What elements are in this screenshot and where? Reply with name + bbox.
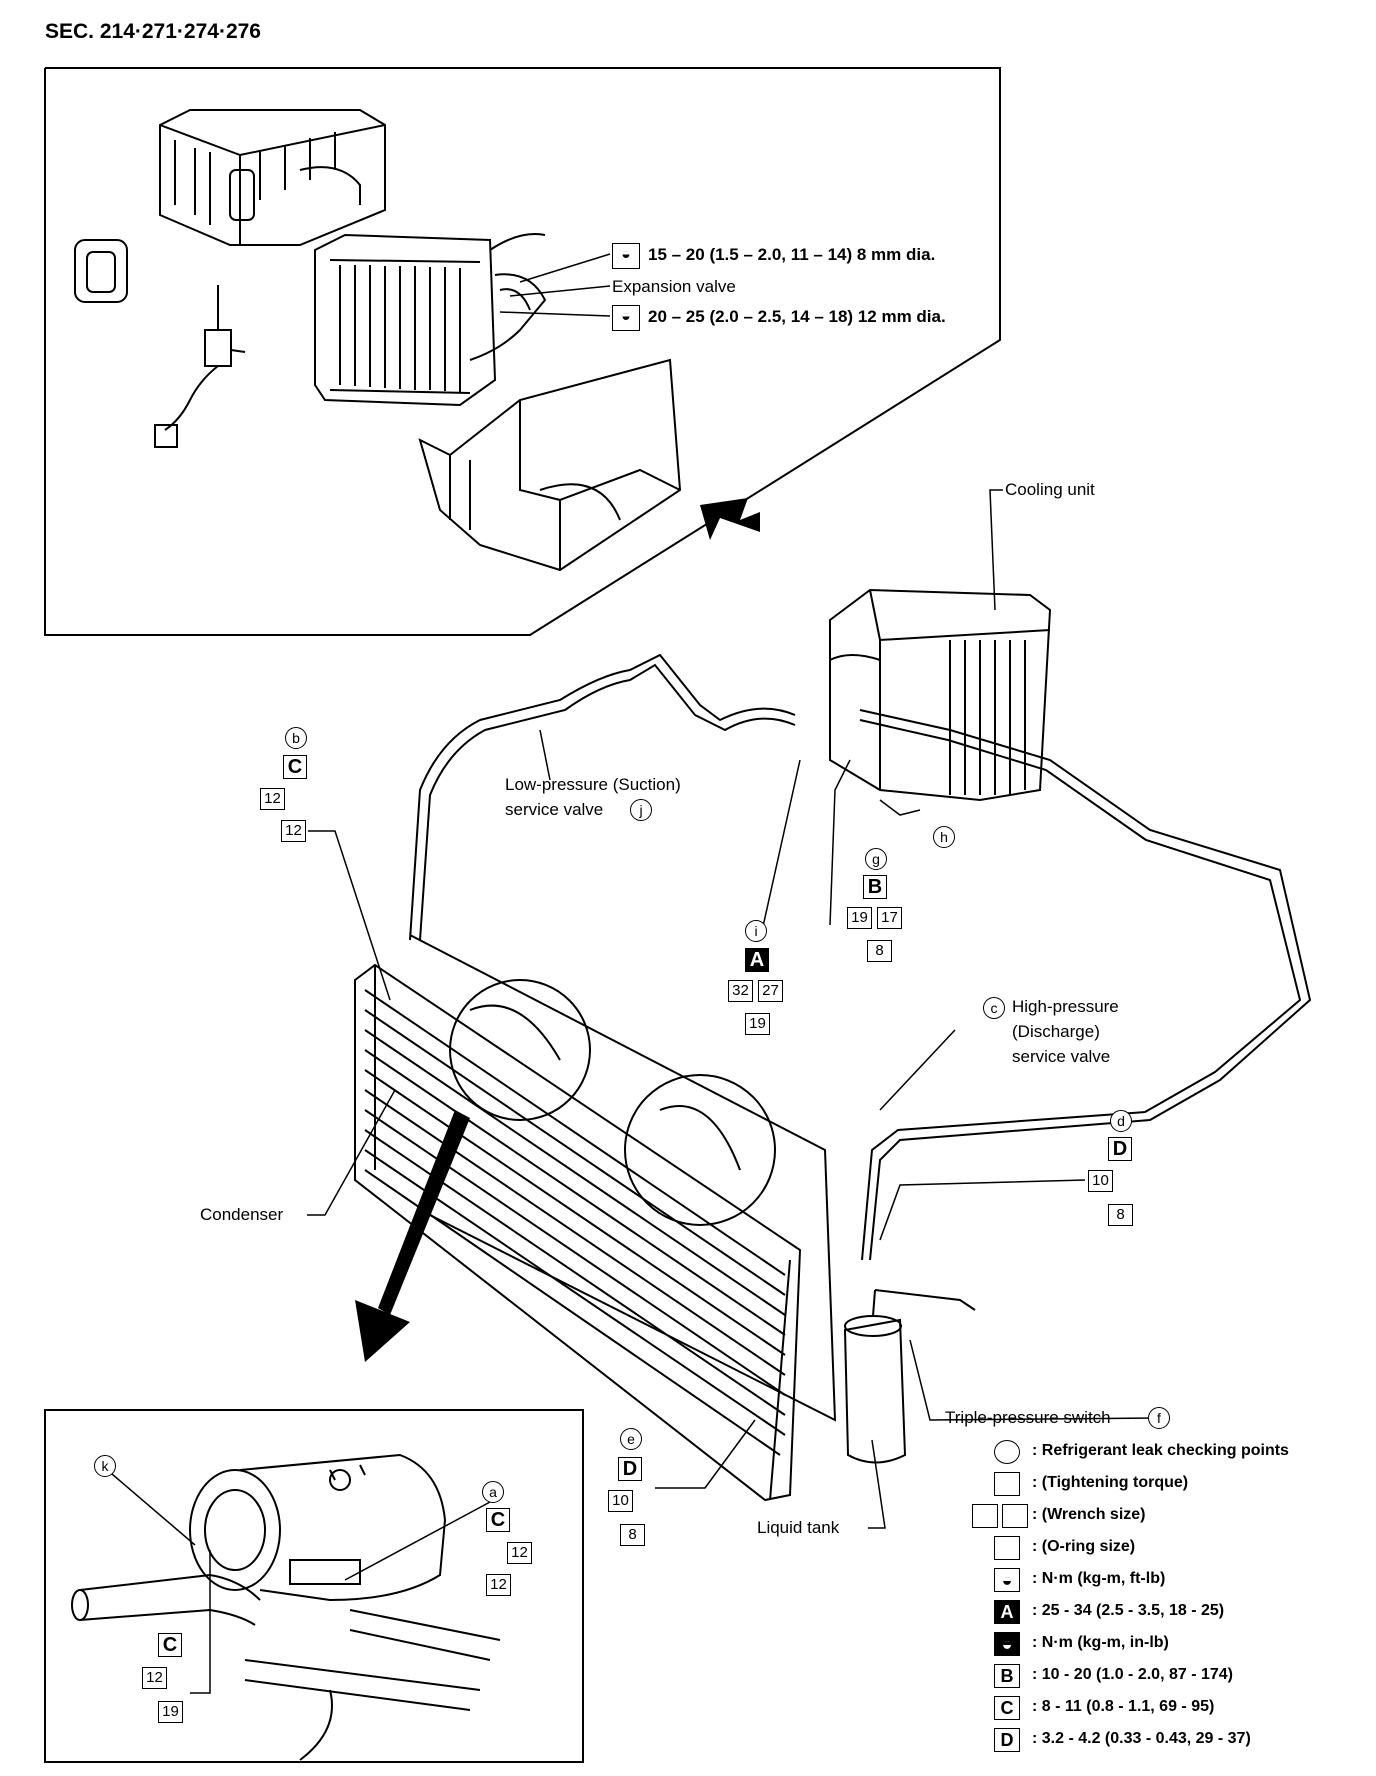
condenser-leaders bbox=[307, 830, 756, 1489]
callout-i: i bbox=[745, 920, 767, 942]
high-pressure-label-line2: (Discharge) bbox=[1012, 1022, 1100, 1041]
torque-box-icon bbox=[994, 1472, 1020, 1496]
tank-leaders bbox=[868, 1339, 1157, 1529]
torque-leaders bbox=[499, 253, 611, 317]
high-pressure-label-line1: High-pressure bbox=[1012, 997, 1119, 1016]
callout-a: a bbox=[482, 1481, 504, 1503]
callout-f: f bbox=[1148, 1407, 1170, 1429]
low-pressure-label-line2: service valve bbox=[505, 800, 604, 819]
oring-box-icon bbox=[994, 1536, 1020, 1560]
cooling-unit-label: Cooling unit bbox=[1005, 480, 1095, 499]
low-pressure-label-line1: Low-pressure (Suction) bbox=[505, 775, 681, 794]
spec-i-wrench2: 27 bbox=[758, 980, 783, 1002]
spec-a-oring: 12 bbox=[486, 1574, 511, 1596]
spec-i-wrench1: 32 bbox=[728, 980, 753, 1002]
spec-e-torque: D bbox=[618, 1457, 642, 1481]
callout-h: h bbox=[933, 826, 955, 848]
legend-text: : 25 - 34 (2.5 - 3.5, 18 - 25) bbox=[1032, 1602, 1225, 1619]
lower-case-drawing bbox=[418, 358, 682, 572]
spec-d-wrench: 10 bbox=[1088, 1170, 1113, 1192]
section-title: SEC. 214·271·274·276 bbox=[45, 20, 261, 43]
blower-motor-drawing bbox=[74, 239, 128, 303]
spec-e-oring: 8 bbox=[620, 1524, 645, 1546]
compressor-drawing bbox=[71, 1453, 501, 1761]
callout-g: g bbox=[865, 848, 887, 870]
evaporator-drawing bbox=[314, 233, 547, 407]
spec-i-oring: 19 bbox=[745, 1013, 770, 1035]
arrow-to-top-inset bbox=[700, 498, 760, 540]
spec-k-oring: 19 bbox=[158, 1701, 183, 1723]
expansion-valve-label: Expansion valve bbox=[612, 277, 736, 296]
compressor-leaders bbox=[111, 1473, 491, 1694]
legend-text: : 3.2 - 4.2 (0.33 - 0.43, 29 - 37) bbox=[1032, 1730, 1251, 1747]
callout-b: b bbox=[285, 727, 307, 749]
cooling-unit-drawing bbox=[829, 588, 1052, 802]
heater-case-drawing bbox=[159, 109, 386, 246]
wrench-box-icon bbox=[1002, 1504, 1028, 1528]
callout-e: e bbox=[620, 1428, 642, 1450]
torque-wrench-filled-icon: ◒ bbox=[994, 1632, 1020, 1656]
torque-upper-text: 15 – 20 (1.5 – 2.0, 11 – 14) 8 mm dia. bbox=[648, 245, 936, 264]
legend-text: : N·m (kg-m, in-lb) bbox=[1032, 1634, 1169, 1651]
spec-e-wrench: 10 bbox=[608, 1490, 633, 1512]
legend-symbol: B bbox=[994, 1664, 1020, 1688]
spec-k-wrench: 12 bbox=[142, 1667, 167, 1689]
valve-leaders bbox=[539, 729, 1086, 1241]
cooling-unit-leaders bbox=[989, 489, 1003, 611]
legend-text: : 8 - 11 (0.8 - 1.1, 69 - 95) bbox=[1032, 1698, 1215, 1715]
spec-a-torque: C bbox=[486, 1508, 510, 1532]
legend-text: : (Wrench size) bbox=[1032, 1506, 1146, 1523]
spec-i-torque: A bbox=[745, 948, 769, 972]
legend-text: : 10 - 20 (1.0 - 2.0, 87 - 174) bbox=[1032, 1666, 1233, 1683]
spec-b-oring: 12 bbox=[281, 820, 306, 842]
legend-text: : (Tightening torque) bbox=[1032, 1474, 1189, 1491]
high-pressure-label-line3: service valve bbox=[1012, 1047, 1111, 1066]
callout-c: c bbox=[983, 997, 1005, 1019]
liquid-tank-label: Liquid tank bbox=[757, 1518, 840, 1537]
legend-text: : Refrigerant leak checking points bbox=[1032, 1442, 1289, 1459]
spec-d-torque: D bbox=[1108, 1137, 1132, 1161]
arrow-to-bottom-inset bbox=[355, 1110, 470, 1362]
condenser-drawing bbox=[354, 934, 837, 1502]
spec-g-wrench2: 17 bbox=[877, 907, 902, 929]
legend-text: : (O-ring size) bbox=[1032, 1538, 1136, 1555]
wrench-box-icon bbox=[972, 1504, 998, 1528]
callout-d: d bbox=[1110, 1110, 1132, 1132]
torque-lower-text: 20 – 25 (2.0 – 2.5, 14 – 18) 12 mm dia. bbox=[648, 307, 946, 326]
callout-k: k bbox=[94, 1455, 116, 1477]
spec-g-torque: B bbox=[863, 875, 887, 899]
spec-k-torque: C bbox=[158, 1633, 182, 1657]
leak-check-circle-icon bbox=[994, 1440, 1020, 1464]
sensor-drawing bbox=[154, 285, 246, 448]
top-inset-frame bbox=[44, 67, 1001, 636]
refrigerant-lines bbox=[409, 653, 1312, 1261]
bottom-inset-frame bbox=[44, 1409, 584, 1763]
legend-symbol: C bbox=[994, 1696, 1020, 1720]
torque-wrench-icon: ◒ bbox=[612, 305, 640, 331]
callout-j: j bbox=[630, 799, 652, 821]
liquid-tank-drawing bbox=[843, 1289, 976, 1464]
legend-text: : N·m (kg-m, ft-lb) bbox=[1032, 1570, 1166, 1587]
torque-wrench-icon: ◒ bbox=[612, 243, 640, 269]
spec-b-torque: C bbox=[283, 755, 307, 779]
torque-wrench-icon: ◒ bbox=[994, 1568, 1020, 1592]
spec-a-wrench: 12 bbox=[507, 1542, 532, 1564]
legend-symbol: A bbox=[994, 1600, 1020, 1624]
condenser-label: Condenser bbox=[200, 1205, 284, 1224]
spec-d-oring: 8 bbox=[1108, 1204, 1133, 1226]
spec-g-wrench1: 19 bbox=[847, 907, 872, 929]
spec-g-oring: 8 bbox=[867, 940, 892, 962]
triple-pressure-switch-label: Triple-pressure switch bbox=[945, 1408, 1111, 1427]
spec-b-wrench: 12 bbox=[260, 788, 285, 810]
legend-symbol: D bbox=[994, 1728, 1020, 1752]
